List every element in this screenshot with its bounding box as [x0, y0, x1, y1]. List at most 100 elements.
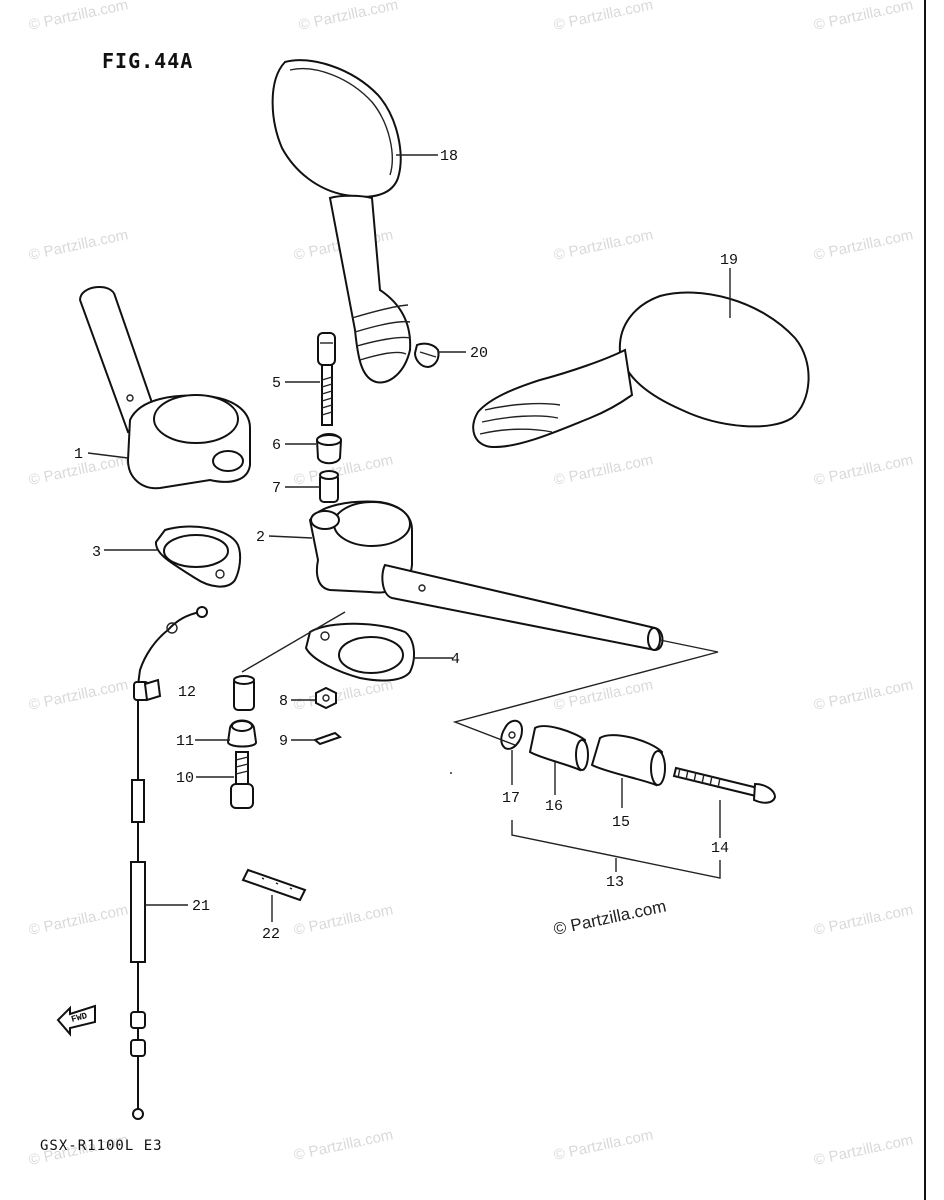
- part-6-collar[interactable]: [315, 433, 343, 465]
- callout-15: 15: [612, 814, 630, 831]
- washer-hole: [508, 731, 516, 739]
- callout-18: 18: [440, 148, 458, 165]
- part-2-right-handlebar[interactable]: [308, 500, 664, 652]
- watermark: © Partzilla.com: [27, 0, 129, 34]
- watermark: © Partzilla.com: [27, 676, 129, 714]
- callout-3: 3: [92, 544, 101, 561]
- model-code: GSX-R1100L E3: [40, 1138, 163, 1154]
- mirror-stem: [472, 348, 634, 449]
- watermark: © Partzilla.com: [297, 0, 399, 34]
- mirror-stem: [328, 194, 412, 384]
- main-watermark: © Partzilla.com: [552, 897, 668, 939]
- guide-bar-end: [452, 639, 719, 746]
- cap-shape: [413, 342, 440, 369]
- part-20-cap[interactable]: [413, 342, 440, 369]
- callout-9: 9: [279, 733, 288, 750]
- arrow-icon: [56, 1004, 96, 1037]
- callout-2: 2: [256, 529, 265, 546]
- part-10-bolt[interactable]: [230, 751, 254, 809]
- bolt-head: [230, 783, 254, 809]
- plate-bore: [338, 636, 404, 674]
- plate-bore: [163, 534, 229, 568]
- clamp-bore: [153, 394, 239, 444]
- watermark: © Partzilla.com: [27, 901, 129, 939]
- callout-13: 13: [606, 874, 624, 891]
- handlebar-tube: [78, 286, 160, 434]
- bolt-thread: [235, 756, 249, 775]
- watermark: © Partzilla.com: [292, 901, 394, 939]
- strip-shape: [241, 868, 307, 902]
- callout-17: 17: [502, 790, 520, 807]
- cable-sleeve: [131, 779, 145, 823]
- part-14-screw[interactable]: [672, 766, 777, 804]
- watermark: © Partzilla.com: [552, 1126, 654, 1164]
- nut-shape: [315, 686, 337, 710]
- callout-8: 8: [279, 693, 288, 710]
- guide-clamp-to-spacer: [241, 611, 346, 673]
- mirror-boot-ribs: [351, 304, 411, 361]
- part-3-shim-plate[interactable]: [154, 525, 242, 588]
- callout-11: 11: [176, 733, 194, 750]
- part-9-clip[interactable]: [312, 731, 343, 746]
- part-7-spacer[interactable]: [319, 470, 339, 503]
- part-16-bar-end-inner[interactable]: [528, 725, 589, 772]
- callout-14: 14: [711, 840, 729, 857]
- part-8-nut[interactable]: [315, 686, 337, 710]
- watermark: © Partzilla.com: [812, 1131, 914, 1169]
- watermark: © Partzilla.com: [292, 1126, 394, 1164]
- spacer-top: [233, 675, 255, 685]
- cable-top-end: [196, 606, 208, 618]
- cable-end: [132, 1108, 144, 1120]
- watermark: © Partzilla.com: [812, 226, 914, 264]
- fwd-label: FWD: [70, 1011, 89, 1025]
- callout-leaders: [87, 154, 731, 922]
- callout-22: 22: [262, 926, 280, 943]
- screw-head: [752, 782, 777, 804]
- part-17-washer[interactable]: [500, 719, 524, 750]
- guide-bracket-13: [511, 820, 721, 879]
- callout-5: 5: [272, 375, 281, 392]
- watermark: © Partzilla.com: [552, 226, 654, 264]
- bolt-head: [317, 332, 336, 366]
- cap-line: [419, 351, 437, 358]
- part-18-left-mirror[interactable]: [271, 59, 412, 384]
- watermark: © Partzilla.com: [292, 676, 394, 714]
- callout-6: 6: [272, 437, 281, 454]
- bolt-shank: [321, 364, 333, 426]
- part-11-collar[interactable]: [226, 719, 257, 748]
- part-15-bar-end-weight[interactable]: [590, 734, 666, 787]
- collar-top: [231, 720, 253, 732]
- callout-1: 1: [74, 446, 83, 463]
- part-4-shim-plate[interactable]: [304, 622, 415, 682]
- clamp-bore: [333, 501, 411, 547]
- part-1-left-handlebar[interactable]: [78, 286, 251, 490]
- watermark: © Partzilla.com: [27, 226, 129, 264]
- watermark: © Partzilla.com: [812, 676, 914, 714]
- collar-top: [316, 434, 342, 446]
- callout-20: 20: [470, 345, 488, 362]
- fwd-arrow: FWD: [56, 1004, 96, 1037]
- callout-16: 16: [545, 798, 563, 815]
- callout-12: 12: [178, 684, 196, 701]
- callout-4: 4: [451, 651, 460, 668]
- strip-holes: [261, 877, 293, 890]
- part-21-throttle-cable[interactable]: [130, 606, 208, 1120]
- watermark: © Partzilla.com: [812, 451, 914, 489]
- clamp-bolt-hole: [212, 450, 244, 472]
- part-5-bolt[interactable]: [317, 332, 336, 426]
- callout-10: 10: [176, 770, 194, 787]
- cable-fitting-ring: [166, 622, 178, 634]
- plate-hole: [215, 569, 225, 579]
- watermark: © Partzilla.com: [292, 451, 394, 489]
- handlebar-tube: [381, 563, 664, 652]
- part-12-spacer[interactable]: [233, 675, 255, 711]
- tube-hole: [418, 584, 426, 592]
- inner-end: [575, 739, 589, 771]
- cable-fitting: [130, 1011, 146, 1029]
- part-19-right-mirror[interactable]: [472, 291, 810, 449]
- screw-thread: [677, 767, 721, 789]
- callout-19: 19: [720, 252, 738, 269]
- part-22-clamp-strip[interactable]: [241, 868, 307, 902]
- spacer-top: [319, 470, 339, 480]
